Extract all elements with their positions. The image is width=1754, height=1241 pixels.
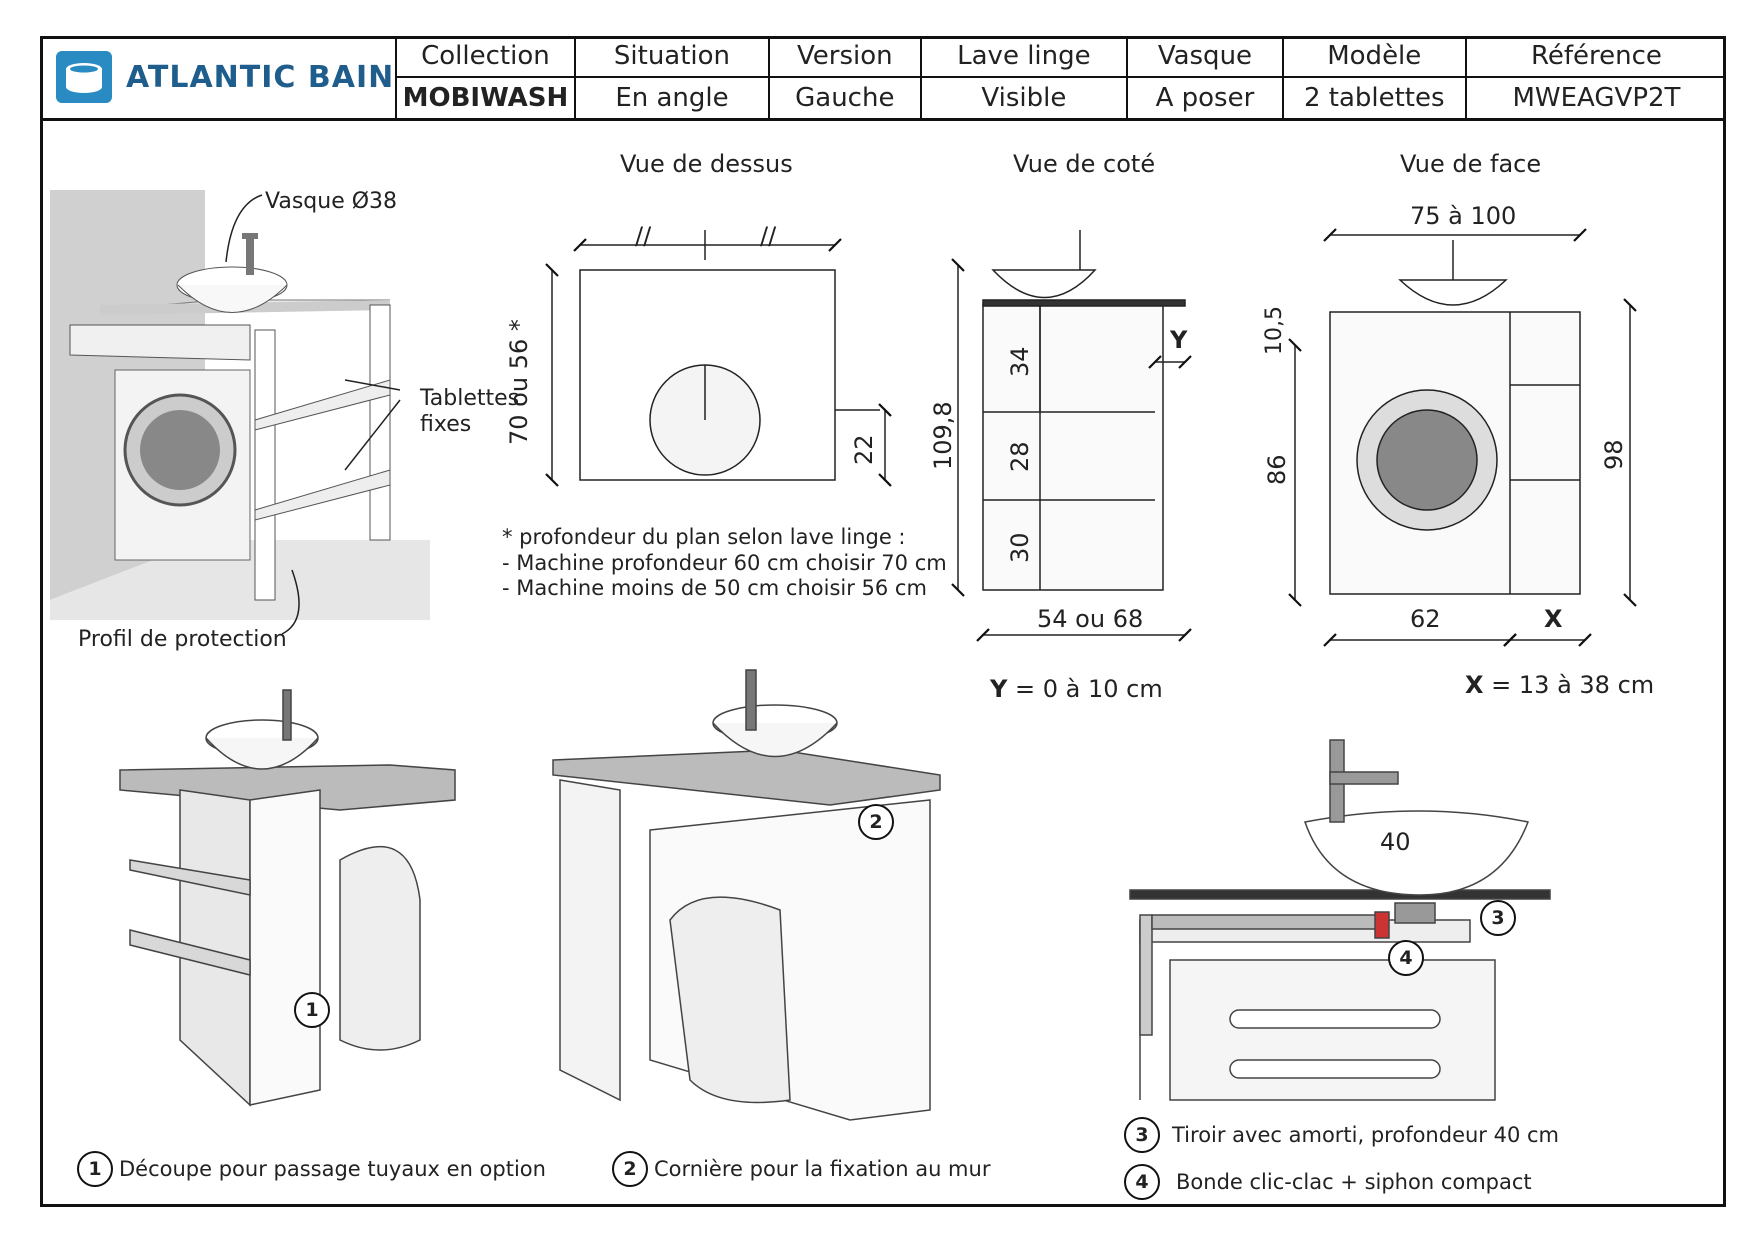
isometric-view-1 [119, 689, 456, 1107]
front-view-title: Vue de face [1400, 150, 1542, 178]
spec-header-reference: Référence [1465, 36, 1726, 78]
front-x-dimension: X [1544, 605, 1563, 633]
legend-number-1: 1 [77, 1151, 113, 1187]
spec-header-version: Version [769, 36, 922, 78]
side-view-title: Vue de coté [1013, 150, 1156, 178]
legend-item-3: 3 Tiroir avec amorti, profondeur 40 cm [1124, 1117, 1559, 1153]
spec-header-lave-linge: Lave linge [920, 36, 1129, 78]
brand-name: ATLANTIC BAIN [126, 59, 395, 95]
front-view-drawing [1288, 228, 1637, 647]
side-y-dimension: Y [1170, 326, 1188, 354]
vasque-label: Vasque Ø38 [265, 189, 398, 214]
spec-value-vasque: A poser [1127, 77, 1284, 118]
callout-marker-4: 4 [1388, 940, 1430, 976]
isometric-view-2 [552, 669, 941, 1121]
note-title: * profondeur du plan selon lave linge : [502, 525, 906, 549]
legend-number-3: 3 [1124, 1117, 1160, 1153]
spec-value-situation: En angle [574, 77, 771, 118]
spec-header-modele: Modèle [1282, 36, 1467, 78]
front-machine-height: 86 [1263, 454, 1291, 485]
x-range-note: X = 13 à 38 cm [1465, 671, 1654, 699]
front-top-dimension: 10,5 [1262, 306, 1287, 355]
top-half-right: // [760, 222, 777, 250]
y-range-note: Y = 0 à 10 cm [990, 675, 1163, 703]
brand-logo: ATLANTIC BAIN [40, 36, 397, 118]
spec-value-collection: MOBIWASH [397, 77, 576, 118]
y-symbol: Y [990, 675, 1008, 703]
note-line-1: - Machine profondeur 60 cm choisir 70 cm [502, 551, 947, 575]
legend-number-2: 2 [612, 1151, 648, 1187]
side-width-dimension: 54 ou 68 [1037, 605, 1144, 633]
spec-value-version: Gauche [769, 77, 922, 118]
top-view-drawing [545, 230, 892, 487]
legend-text-3: Tiroir avec amorti, profondeur 40 cm [1172, 1123, 1560, 1147]
spec-value-lave-linge: Visible [920, 77, 1129, 118]
note-line-2: - Machine moins de 50 cm choisir 56 cm [502, 576, 927, 600]
tablettes-label: Tablettes fixes [420, 386, 520, 437]
spec-table: Collection Situation Version Lave linge … [397, 36, 1726, 118]
perspective-view [50, 190, 430, 635]
brand-logo-icon [56, 51, 112, 103]
legend-number-4: 4 [1124, 1164, 1160, 1200]
legend-text-4: Bonde clic-clac + siphon compact [1176, 1170, 1532, 1194]
side-view-drawing [951, 230, 1192, 642]
spec-value-modele: 2 tablettes [1282, 77, 1467, 118]
front-height-dimension: 98 [1600, 439, 1628, 470]
spec-value-reference: MWEAGVP2T [1512, 83, 1681, 113]
profil-label: Profil de protection [78, 627, 287, 652]
top-half-left: // [635, 222, 652, 250]
callout-marker-3: 3 [1480, 900, 1522, 936]
top-offset-dimension: 22 [850, 434, 878, 465]
top-view-title: Vue de dessus [620, 150, 793, 178]
legend-text-2: Cornière pour la fixation au mur [654, 1157, 991, 1181]
spec-header-situation: Situation [574, 36, 771, 78]
front-machine-width: 62 [1410, 605, 1441, 633]
callout-marker-2: 2 [858, 804, 900, 840]
top-depth-dimension: 70 ou 56 * [505, 319, 533, 445]
side-h1-dimension: 34 [1006, 346, 1034, 377]
front-width-dimension: 75 à 100 [1410, 202, 1517, 230]
x-symbol: X [1465, 671, 1484, 699]
callout-marker-1: 1 [294, 992, 336, 1028]
title-block: ATLANTIC BAIN Collection Situation Versi… [40, 36, 1726, 121]
detail-drawer-view [1129, 739, 1551, 1101]
spec-header-vasque: Vasque [1127, 36, 1284, 78]
spec-header-collection: Collection [397, 36, 576, 78]
side-h3-dimension: 30 [1006, 532, 1034, 563]
basin-dimension: 40 [1380, 828, 1411, 856]
x-range-text: = 13 à 38 cm [1491, 671, 1655, 699]
legend-text-1: Découpe pour passage tuyaux en option [119, 1157, 546, 1181]
y-range-text: = 0 à 10 cm [1015, 675, 1163, 703]
side-height-dimension: 109,8 [929, 401, 957, 470]
side-h2-dimension: 28 [1006, 441, 1034, 472]
legend-item-4: 4 Bonde clic-clac + siphon compact [1124, 1164, 1532, 1200]
